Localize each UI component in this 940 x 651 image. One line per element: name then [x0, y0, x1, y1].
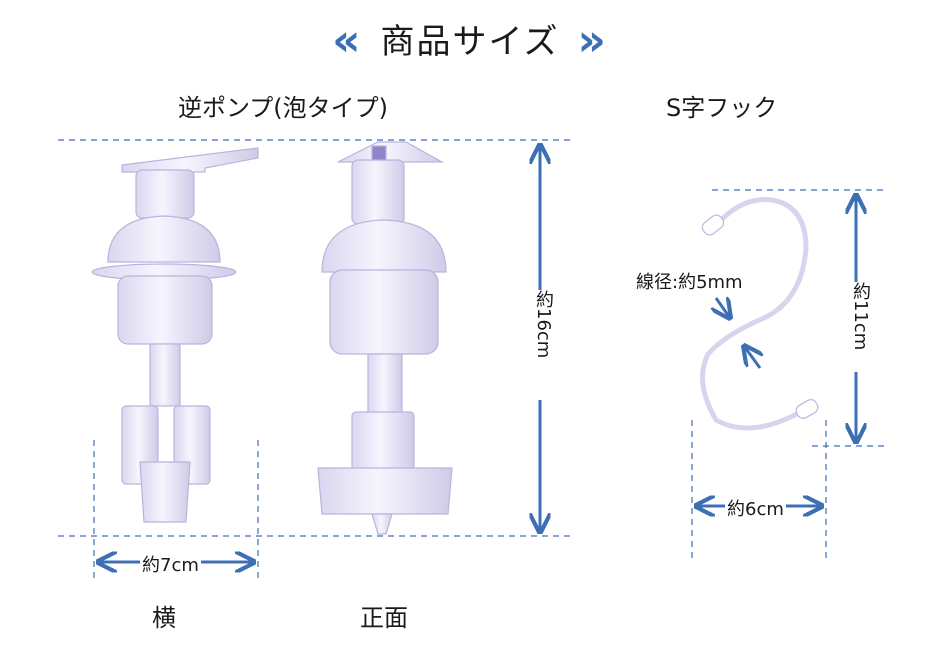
hook-height-label: 約11cm — [845, 282, 875, 372]
s-hook — [700, 197, 809, 431]
chevron-double-left-icon: « — [332, 15, 363, 66]
side-view-caption: 横 — [152, 604, 176, 632]
hook-width-label: 約6cm — [725, 495, 786, 521]
wire-arrow-bottom — [744, 346, 760, 369]
front-view-caption: 正面 — [360, 604, 408, 632]
pump-width-label: 約7cm — [140, 551, 201, 577]
title-text: 商品サイズ — [380, 22, 560, 62]
page-title: « 商品サイズ » — [0, 14, 940, 66]
pump-side-view — [91, 147, 259, 523]
pump-heading: 逆ポンプ(泡タイプ) — [178, 94, 389, 122]
chevron-double-right-icon: » — [577, 15, 608, 66]
pump-front-view — [317, 141, 453, 535]
hook-heading: S字フック — [666, 94, 778, 122]
hook-caps — [701, 214, 819, 419]
hook-wire-label: 線径:約5mm — [634, 268, 745, 294]
wire-arrow-top — [716, 298, 730, 318]
hook-guides — [691, 189, 888, 560]
pump-height-label: 約16cm — [528, 290, 558, 400]
pump-guides — [58, 139, 572, 580]
